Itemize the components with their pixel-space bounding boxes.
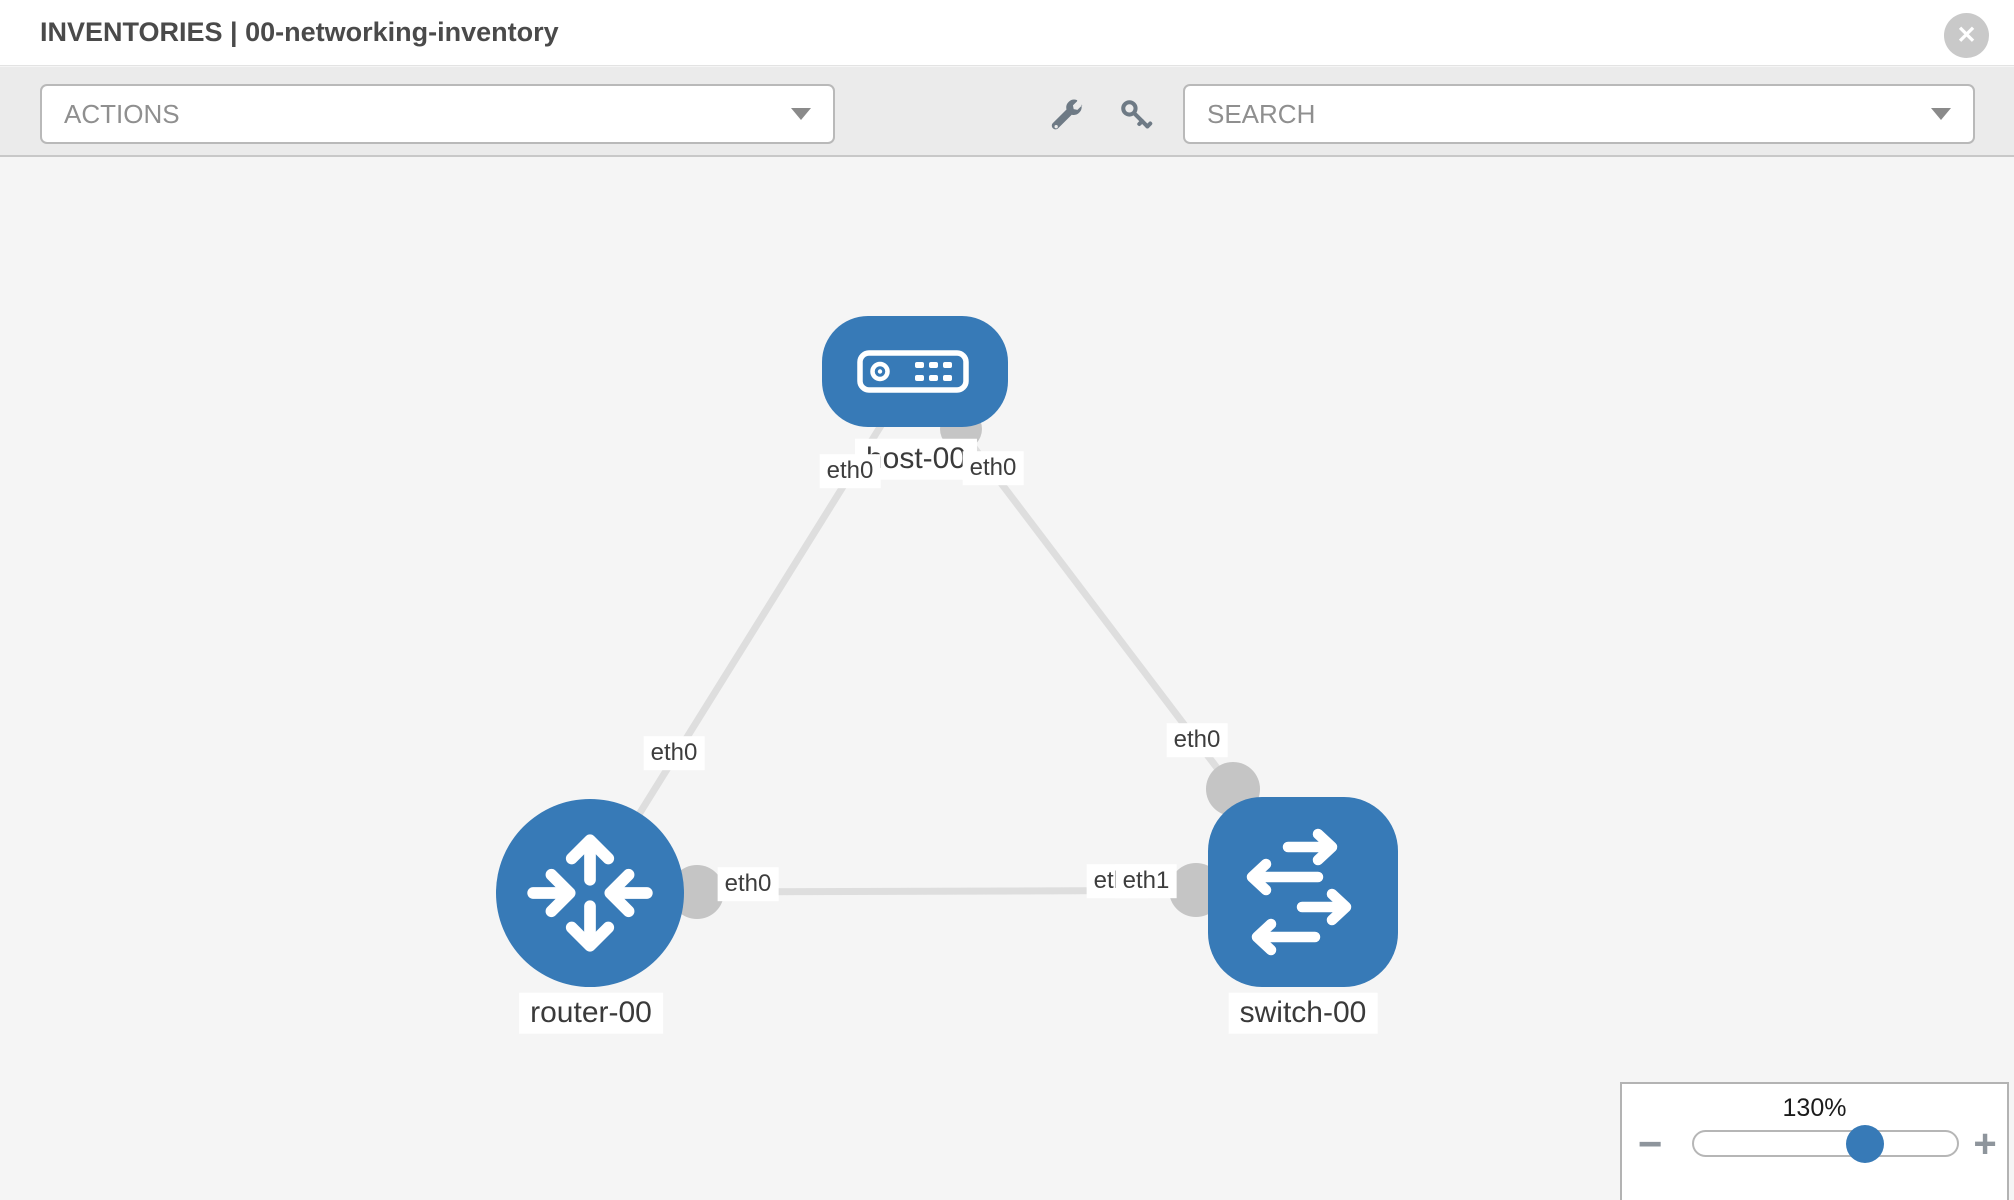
network-canvas: host-00 router-00 switch-00 eth0 eth0 et…: [0, 159, 2014, 1200]
node-label-switch: switch-00: [1228, 992, 1378, 1034]
wrench-icon: [1051, 99, 1083, 130]
interface-label-router-eth0-top: eth0: [643, 736, 705, 770]
wrench-button[interactable]: [1046, 95, 1090, 135]
header-bar: INVENTORIES | 00-networking-inventory ✕: [0, 0, 2014, 66]
node-host-00[interactable]: [822, 316, 1008, 427]
actions-dropdown-label: ACTIONS: [64, 98, 180, 129]
zoom-level-value: 130%: [1782, 1094, 1847, 1122]
switch-icon: [1246, 828, 1352, 956]
interface-label-host-eth0-left: eth0: [819, 454, 881, 488]
zoom-in-button[interactable]: +: [1963, 1122, 2007, 1166]
zoom-slider-track[interactable]: [1692, 1130, 1959, 1157]
zoom-slider-thumb[interactable]: [1846, 1125, 1884, 1163]
node-router-00[interactable]: [496, 799, 684, 987]
page-title: INVENTORIES | 00-networking-inventory: [40, 17, 559, 47]
toolbar: ACTIONS SEARCH: [0, 67, 2014, 157]
search-dropdown-label: SEARCH: [1207, 98, 1316, 129]
zoom-out-button[interactable]: −: [1628, 1120, 1672, 1167]
router-icon: [527, 834, 653, 952]
actions-dropdown[interactable]: ACTIONS: [40, 84, 835, 144]
key-button[interactable]: [1114, 95, 1158, 135]
key-icon: [1121, 100, 1153, 129]
close-icon: ✕: [1956, 21, 1977, 49]
close-button[interactable]: ✕: [1944, 13, 1989, 58]
interface-label-router-eth0-right: eth0: [717, 867, 779, 901]
minus-icon: −: [1637, 1120, 1663, 1167]
interface-label-host-eth0-right: eth0: [962, 451, 1024, 485]
interface-label-switch-eth1: eth1: [1115, 864, 1177, 898]
plus-icon: +: [1973, 1121, 1997, 1166]
chevron-down-icon: [791, 108, 811, 120]
interface-label-switch-eth0-top: eth0: [1166, 723, 1228, 757]
node-switch-00[interactable]: [1208, 797, 1398, 987]
node-label-router: router-00: [519, 992, 663, 1034]
chevron-down-icon: [1931, 108, 1951, 120]
host-icon: [857, 349, 969, 393]
zoom-control-panel: 130% − +: [1620, 1082, 2009, 1200]
search-dropdown[interactable]: SEARCH: [1183, 84, 1975, 144]
